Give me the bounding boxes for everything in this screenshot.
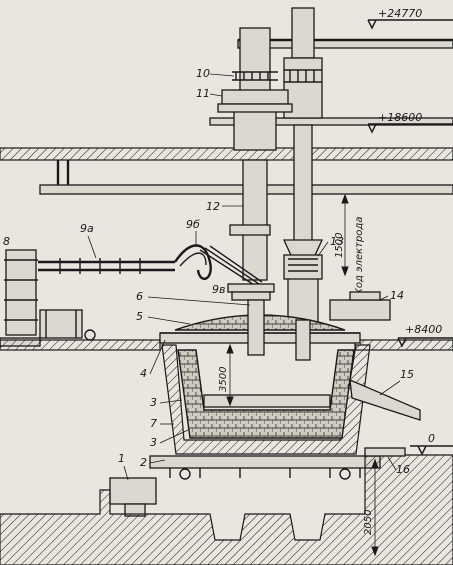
- furnace-shell-4: [161, 344, 371, 455]
- callout-8: 8: [3, 235, 10, 248]
- callout-11: 11: [196, 87, 210, 100]
- electrode-stroke-dimension: 1500 Ход электрода: [334, 193, 365, 296]
- work-floor: [0, 339, 453, 351]
- callout-1: 1: [118, 452, 125, 465]
- transformer-8: [0, 249, 41, 347]
- callout-9v: 9в: [212, 283, 225, 296]
- tilt-drive-1: [109, 477, 157, 517]
- lining-3: [177, 349, 355, 439]
- callout-4: 7: [150, 417, 157, 430]
- callout-15: 15: [400, 368, 414, 381]
- callout-9b: 9б: [186, 218, 200, 231]
- callout-2: 2: [140, 456, 147, 469]
- upper-beam: [237, 38, 453, 49]
- electrode-column-right: [282, 7, 324, 323]
- elevation-top-label: +24770: [378, 7, 422, 20]
- elevation-ground-label: 0: [428, 432, 435, 445]
- stroke-value: 1500: [334, 233, 345, 258]
- elevation-upper-label: +18600: [378, 111, 422, 124]
- bus-pipe-9v: [227, 283, 275, 301]
- callout-16: 16: [396, 463, 410, 476]
- flexible-cable-9b: [174, 244, 263, 291]
- callout-14: 14: [390, 289, 404, 302]
- pulley-12: [232, 69, 322, 83]
- elevation-mark-ground: 0: [410, 432, 453, 456]
- elevation-mark-top: +24770: [367, 7, 453, 30]
- roof-height-dimension: 3500: [218, 343, 234, 407]
- cradle-2: [149, 455, 381, 480]
- stroke-label: Ход электрода: [354, 217, 365, 296]
- callout-7: 6: [136, 290, 143, 303]
- roof-height-value: 3500: [218, 367, 229, 392]
- hearth: [203, 394, 331, 408]
- callout-3b: 3: [150, 436, 157, 449]
- bus-9a: [38, 258, 175, 274]
- foundation: [0, 454, 453, 565]
- pit-depth-value: 2050: [363, 510, 374, 535]
- callout-12: 10: [196, 67, 210, 80]
- elevation-mark-upper: +18600: [367, 111, 453, 134]
- spout-15: [349, 378, 421, 421]
- rail-16: [364, 447, 406, 457]
- winch-11: [217, 89, 293, 113]
- holder-13: [283, 254, 323, 280]
- callout-5: 4: [140, 367, 147, 380]
- callout-6: 5: [136, 310, 143, 323]
- mechanism-14: [329, 291, 391, 321]
- callout-13: 13: [330, 235, 344, 248]
- pit-depth-dimension: 2050: [363, 458, 379, 557]
- callout-9a: 9а: [80, 222, 94, 235]
- callout-3a: 3: [150, 396, 157, 409]
- electrodes-7: [247, 299, 311, 361]
- elevation-work-floor-label: +8400: [405, 323, 442, 336]
- floor-18600: [0, 117, 453, 161]
- callout-labels: 10 11 12 13 14 8 9а 9б 9в 6 5 4 3 7 3 2 …: [3, 67, 414, 481]
- support-column: [39, 160, 96, 341]
- callout-10: 12: [206, 200, 220, 213]
